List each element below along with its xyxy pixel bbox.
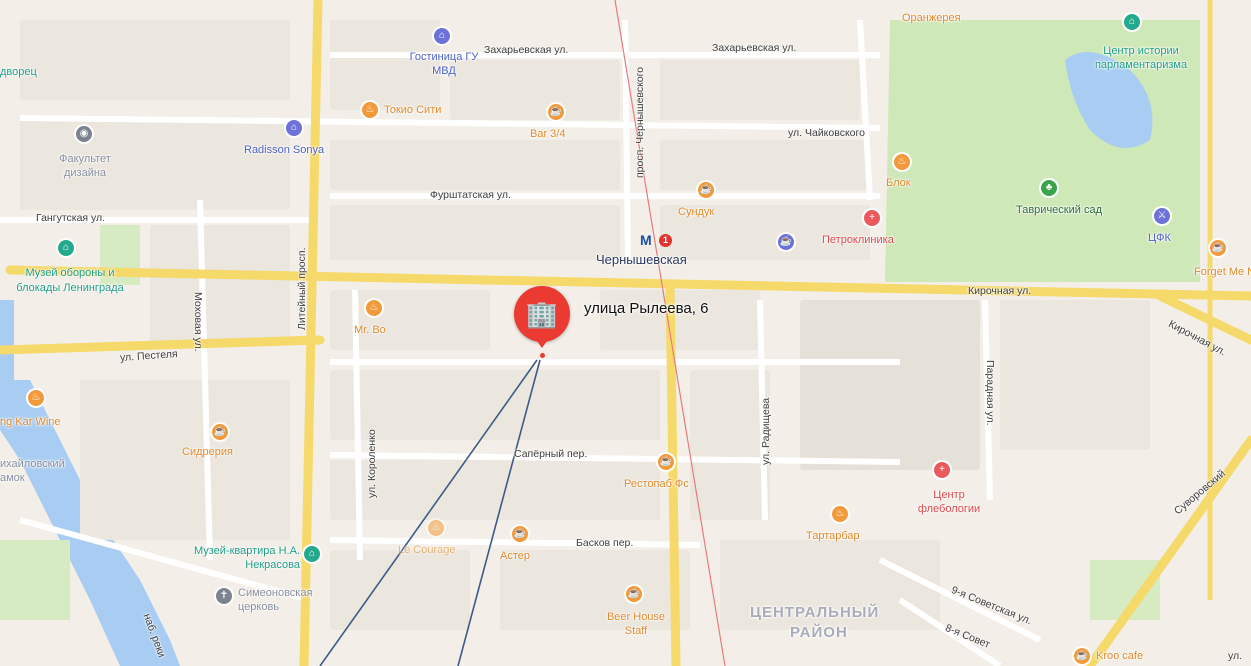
park-icon[interactable]: ♣ bbox=[1041, 180, 1057, 196]
restaurant-icon[interactable]: ♨ bbox=[362, 102, 378, 118]
street-label: ул. Короленко bbox=[366, 429, 378, 498]
building-icon: 🏢 bbox=[525, 299, 559, 329]
bar-icon[interactable]: ☕ bbox=[212, 424, 228, 440]
place-label: Рестопаб Фс bbox=[624, 478, 689, 490]
restaurant-icon[interactable]: ♨ bbox=[366, 300, 382, 316]
location-pin[interactable]: 🏢 bbox=[514, 286, 570, 342]
city-blocks bbox=[20, 20, 1150, 630]
fitness-icon[interactable]: ⚔ bbox=[1154, 208, 1170, 224]
museum-icon[interactable]: ⌂ bbox=[304, 546, 320, 562]
place-label: Forget Me No bbox=[1194, 266, 1251, 278]
cafe-icon[interactable]: ☕ bbox=[1074, 648, 1090, 664]
clinic-icon[interactable]: + bbox=[864, 210, 880, 226]
university-icon[interactable]: ◉ bbox=[76, 126, 92, 142]
metro-icon[interactable]: M bbox=[640, 232, 652, 248]
canal-water bbox=[0, 300, 14, 380]
place-label: Астер bbox=[500, 550, 530, 562]
place-label: Mr. Bo bbox=[354, 324, 386, 336]
street-label: Захарьевская ул. bbox=[712, 42, 797, 54]
street-label: Фурштатская ул. bbox=[430, 189, 511, 201]
place-label: Radisson Sonya bbox=[244, 144, 325, 156]
place-label: Гостиница ГУ МВД bbox=[409, 51, 479, 77]
bar-icon[interactable]: ☕ bbox=[626, 586, 642, 602]
street-label: Сапёрный пер. bbox=[514, 448, 588, 460]
bar-icon[interactable]: ☕ bbox=[548, 104, 564, 120]
street-label: Моховая ул. bbox=[192, 292, 204, 352]
metro-line-badge: 1 bbox=[659, 234, 672, 247]
bar-icon[interactable]: ☕ bbox=[658, 454, 674, 470]
pin-tail bbox=[532, 334, 552, 348]
metro-station-label: Чернышевская bbox=[596, 252, 687, 267]
street-label: ул. Радищева bbox=[760, 397, 772, 465]
restaurant-icon[interactable]: ♨ bbox=[832, 506, 848, 522]
place-label: Оранжерея bbox=[902, 12, 961, 24]
place-label: Le Courage bbox=[398, 544, 456, 556]
place-label: ng Kar Wine bbox=[0, 416, 61, 428]
place-label: Токио Сити bbox=[384, 104, 442, 116]
restaurant-icon[interactable]: ♨ bbox=[428, 520, 444, 536]
place-label: Сундук bbox=[678, 206, 715, 218]
place-label: Факультет дизайна bbox=[59, 153, 111, 179]
place-label: Сидрерия bbox=[182, 446, 233, 458]
place-label: Петроклиника bbox=[822, 234, 894, 246]
district-label: ЦЕНТРАЛЬНЫЙ bbox=[750, 604, 880, 621]
place-label: Kroo cafe bbox=[1096, 650, 1144, 662]
hotel-icon[interactable]: ⌂ bbox=[434, 28, 450, 44]
restaurant-icon[interactable]: ♨ bbox=[894, 154, 910, 170]
street-label: Литейный просп. bbox=[296, 247, 308, 331]
place-label: Тартарбар bbox=[806, 530, 860, 542]
place-label: Музей-квартира Н.А. Некрасова bbox=[193, 545, 300, 571]
place-label: Блок bbox=[886, 177, 911, 189]
street-label: ул. bbox=[1228, 650, 1243, 662]
street-label: Захарьевская ул. bbox=[484, 44, 569, 56]
metro-line-track bbox=[614, 0, 726, 666]
bar-icon[interactable]: ☕ bbox=[778, 234, 794, 250]
cafe-icon[interactable]: ☕ bbox=[1210, 240, 1226, 256]
street-label: Парадная ул. bbox=[984, 360, 996, 426]
place-label: Центр флебологии bbox=[917, 489, 981, 515]
museum-icon[interactable]: ⌂ bbox=[1124, 14, 1140, 30]
street-label: ул. Чайковского bbox=[788, 127, 865, 139]
street-label: просп. Чернышевского bbox=[634, 66, 646, 178]
place-label: Симеоновская церковь bbox=[238, 587, 313, 613]
street-label: Гангутская ул. bbox=[36, 212, 106, 224]
place-label: ЦФК bbox=[1148, 232, 1171, 244]
church-icon[interactable]: ✝ bbox=[216, 588, 232, 604]
cafe-icon[interactable]: ☕ bbox=[698, 182, 714, 198]
street-label: Кирочная ул. bbox=[968, 285, 1032, 297]
hotel-icon[interactable]: ⌂ bbox=[286, 120, 302, 136]
street-label: Басков пер. bbox=[576, 537, 634, 549]
park-patch bbox=[0, 540, 70, 620]
place-label: Таврический сад bbox=[1016, 204, 1102, 216]
callout-lines bbox=[319, 359, 541, 666]
place-label: Bar 3/4 bbox=[530, 128, 566, 140]
clinic-icon[interactable]: + bbox=[934, 462, 950, 478]
cafe-icon[interactable]: ☕ bbox=[512, 526, 528, 542]
place-label: амок bbox=[0, 472, 25, 484]
place-label: дворец bbox=[0, 66, 37, 78]
pin-point bbox=[540, 353, 545, 358]
place-label: Центр истории парламентаризма bbox=[1094, 45, 1188, 71]
garden-pond bbox=[1065, 52, 1153, 148]
district-label-2: РАЙОН bbox=[790, 624, 848, 641]
restaurant-icon[interactable]: ♨ bbox=[28, 390, 44, 406]
pin-address-label: улица Рылеева, 6 bbox=[584, 300, 709, 317]
place-label: Музей обороны и блокады Ленинграда bbox=[16, 267, 124, 294]
place-label: Beer House Staff bbox=[606, 611, 666, 637]
museum-icon[interactable]: ⌂ bbox=[58, 240, 74, 256]
place-label: ихайловский bbox=[0, 458, 65, 470]
